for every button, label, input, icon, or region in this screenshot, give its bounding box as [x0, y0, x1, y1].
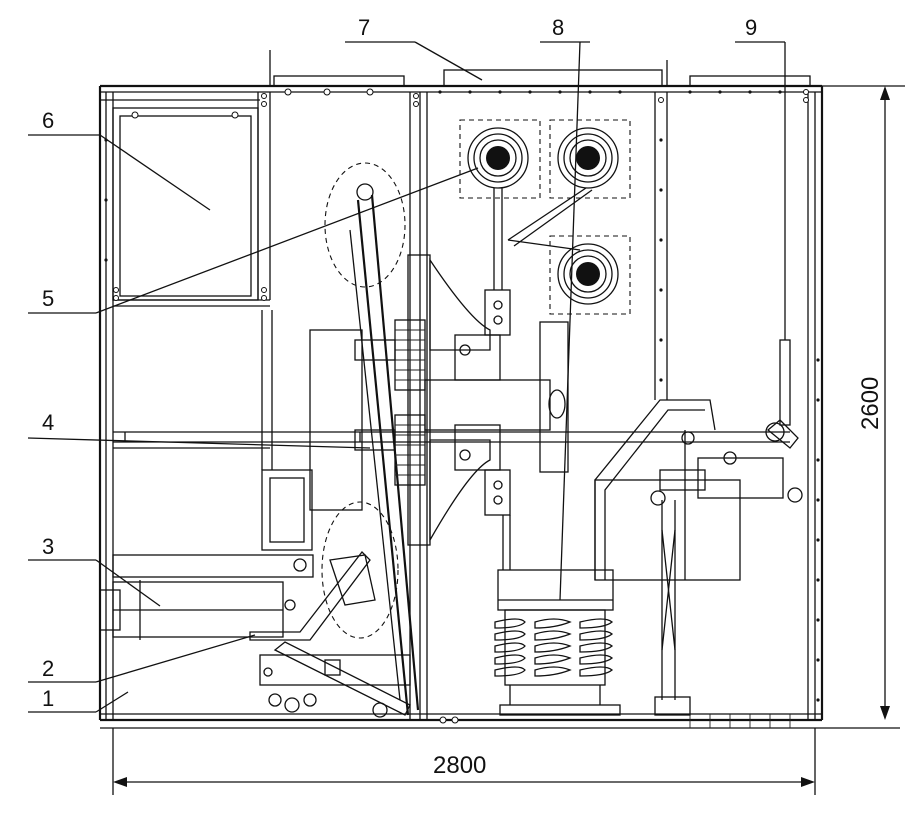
- circuit-breaker-body: [309, 162, 569, 716]
- callout-5: 5: [42, 286, 54, 311]
- callout-9: 9: [745, 15, 757, 40]
- bushing-1: [467, 127, 529, 189]
- horizontal-shaft: [113, 431, 790, 443]
- current-transformer-coils: [494, 515, 621, 716]
- dimension-height-label: 2600: [857, 377, 884, 430]
- busbar-bushings: [459, 119, 631, 315]
- dimension-width-label: 2800: [433, 752, 486, 779]
- callout-2: 2: [42, 656, 54, 681]
- callout-4: 4: [42, 410, 54, 435]
- operating-mechanism: [99, 469, 411, 718]
- bushing-3: [557, 243, 619, 305]
- dimension-width: [112, 728, 816, 795]
- earthing-switch: [594, 339, 803, 716]
- dimension-height: [822, 85, 905, 720]
- frame-bolts: [104, 88, 820, 724]
- callout-3: 3: [42, 534, 54, 559]
- callout-7: 7: [358, 15, 370, 40]
- callout-6: 6: [42, 108, 54, 133]
- callout-1: 1: [42, 686, 54, 711]
- bushing-2: [557, 127, 619, 189]
- callout-leaders: [27, 41, 786, 713]
- callout-8: 8: [552, 15, 564, 40]
